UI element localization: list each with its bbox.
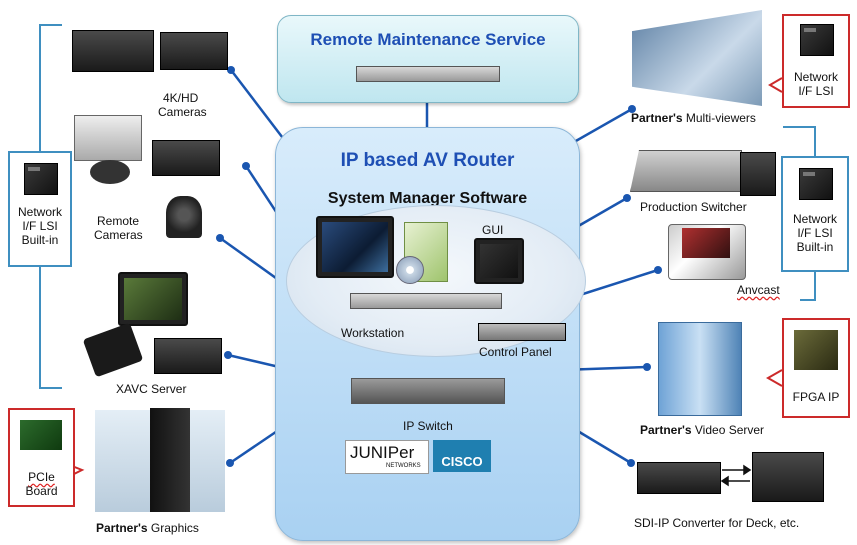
pcie-board-box: PCIe Board (8, 408, 75, 507)
ptz-camera-icon (166, 196, 202, 238)
xavc-server-icon (154, 338, 222, 374)
xavc-server-label: XAVC Server (116, 382, 187, 396)
fpga-ip-box: FPGA IP (782, 318, 850, 418)
4k-cameras-label-line1: 4K/HD (163, 91, 199, 105)
lsi-chip-icon (24, 163, 58, 195)
production-switcher-icon (630, 150, 742, 192)
fpga-chip-icon (794, 330, 838, 370)
control-panel-icon (478, 323, 566, 341)
studio-camera-icon (74, 115, 142, 161)
network-lsi-right-line3: Built-in (796, 240, 834, 254)
router-title: IP based AV Router (340, 150, 515, 171)
video-server-rack-icon (658, 322, 742, 416)
switcher-frame-icon (740, 152, 776, 196)
cd-disc-icon (396, 256, 424, 284)
remote-maintenance-title: Remote Maintenance Service (310, 30, 546, 49)
lsi-chip-icon-mid (799, 168, 833, 200)
ip-switch-label: IP Switch (403, 419, 453, 433)
workstation-label: Workstation (341, 326, 405, 340)
juniper-logo: JUNIPer NETWORKS (345, 440, 429, 474)
remote-maintenance-panel: Remote Maintenance Service (277, 15, 579, 103)
sdi-converter-label: SDI-IP Converter for Deck, etc. (634, 516, 800, 530)
network-lsi-left-line1: Network (17, 205, 62, 219)
graphics-tower-icon (150, 408, 190, 512)
bidirectional-arrow-icon (720, 464, 752, 487)
network-lsi-builtin-box-right: Network I/F LSI Built-in (781, 156, 849, 272)
network-lsi-top-line2: I/F LSI (798, 84, 834, 98)
ip-switch-icon (351, 378, 505, 404)
cisco-logo: CISCO (433, 440, 491, 472)
network-lsi-box-top: Network I/F LSI (782, 14, 850, 108)
multiviewers-partner: Partner's (631, 111, 683, 125)
juniper-logo-text: JUNIPer (350, 443, 415, 462)
production-switcher-label: Production Switcher (640, 200, 747, 214)
gui-label: GUI (482, 223, 504, 237)
graphics-label: Partner's Graphics (96, 521, 199, 535)
graphics-name: Graphics (150, 521, 199, 535)
4k-camera-icon (72, 30, 154, 72)
workstation-monitor-icon (316, 216, 394, 278)
multiviewers-name: Multi-viewers (685, 111, 756, 125)
control-panel-label: Control Panel (479, 345, 552, 359)
video-server-label: Partner's Video Server (640, 423, 764, 437)
juniper-logo-subtext: NETWORKS (386, 463, 421, 469)
pcie-board-label-line1: PCIe (28, 470, 55, 484)
remote-cameras-label-line1: Remote (97, 214, 140, 228)
video-server-name: Video Server (694, 423, 765, 437)
network-lsi-right-line1: Network (792, 212, 837, 226)
network-lsi-left-line2: I/F LSI (22, 219, 58, 233)
multiviewers-label: Partner's Multi-viewers (631, 111, 756, 125)
system-manager-title: System Manager Software (327, 190, 528, 207)
network-lsi-left-line3: Built-in (21, 233, 59, 247)
graphics-partner: Partner's (96, 521, 148, 535)
fpga-ip-label: FPGA IP (792, 390, 840, 404)
4k-cameras-label-line2: Cameras (158, 105, 207, 119)
maintenance-server-icon (356, 66, 500, 82)
gui-panel-icon (474, 238, 524, 284)
camera-control-unit-icon (152, 140, 220, 176)
pcie-board-icon (20, 420, 62, 450)
network-lsi-top-line1: Network (793, 70, 838, 84)
xavc-monitor-icon (118, 272, 188, 326)
anvcast-screen-icon (682, 228, 730, 258)
4k-camera-unit-icon (160, 32, 228, 70)
cisco-logo-text: CISCO (441, 454, 483, 469)
lsi-chip-icon-top (800, 24, 834, 56)
network-lsi-right-line2: I/F LSI (797, 226, 833, 240)
sdi-converter-icon (637, 462, 721, 494)
workstation-rack-icon (350, 293, 502, 309)
camera-tripod-icon (90, 160, 130, 184)
remote-cameras-label-line2: Cameras (94, 228, 143, 242)
video-server-partner: Partner's (640, 423, 692, 437)
network-lsi-builtin-box-left: Network I/F LSI Built-in (8, 151, 72, 267)
anvcast-label: Anvcast (737, 283, 780, 297)
deck-icon (752, 452, 824, 502)
pcie-board-label-line2: Board (25, 484, 58, 498)
